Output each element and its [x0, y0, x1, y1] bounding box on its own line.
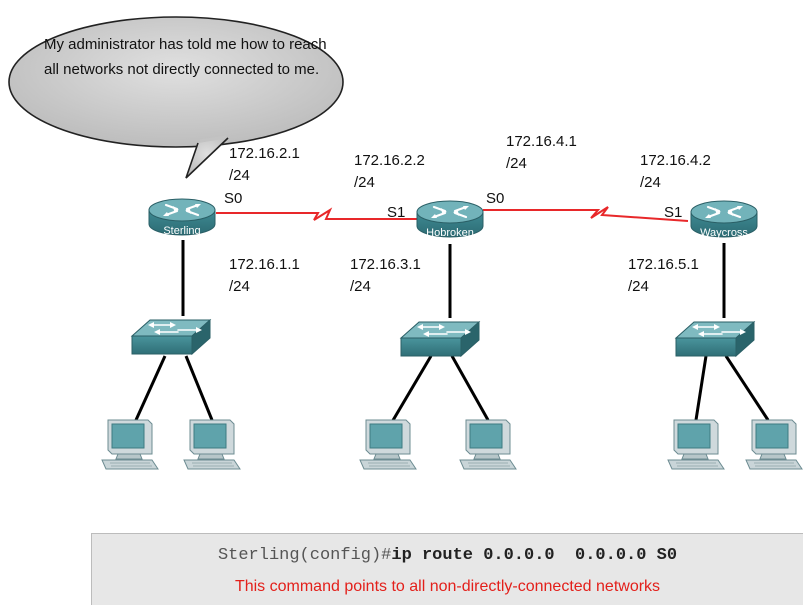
subnet-mask: /24	[350, 278, 371, 295]
subnet-mask: /24	[229, 167, 250, 184]
command-note: This command points to all non-directly-…	[234, 578, 661, 595]
port-label-sterling-s0: S0	[224, 190, 243, 207]
pc-icon	[359, 419, 417, 470]
subnet-mask: /24	[640, 174, 661, 191]
router-label: Hobroken	[426, 227, 474, 239]
pc-icon	[667, 419, 725, 470]
ip-address: 172.16.1.1	[229, 256, 300, 273]
address-sterling-lan: 172.16.1.1 /24	[229, 254, 300, 298]
router-waycross: Waycross	[689, 199, 759, 239]
address-hobroken-lan: 172.16.3.1 /24	[350, 254, 421, 298]
ip-address: 172.16.5.1	[628, 256, 699, 273]
serial-link-sterling-hobroken	[216, 207, 418, 221]
router-label: Sterling	[163, 225, 200, 237]
command-prompt: Sterling(config)#	[217, 546, 392, 565]
bubble-text: My administrator has told me how to reac…	[44, 36, 327, 78]
router-sterling: Sterling	[147, 197, 217, 237]
subnet-mask: /24	[628, 278, 649, 295]
pc-icon	[459, 419, 517, 470]
address-sterling-serial: 172.16.2.1 /24	[229, 143, 300, 187]
router-label: Waycross	[700, 227, 748, 239]
ip-address: 172.16.2.1	[229, 145, 300, 162]
command-arguments: 0.0.0.0 0.0.0.0 S0	[483, 546, 678, 565]
subnet-mask: /24	[354, 174, 375, 191]
switch-hobroken-lan	[400, 321, 480, 357]
port-label-hobroken-s1: S1	[387, 204, 406, 221]
subnet-mask: /24	[506, 155, 527, 172]
port-label-hobroken-s0: S0	[486, 190, 505, 207]
switch-sterling-lan	[131, 319, 211, 355]
router-hobroken: Hobroken	[415, 199, 485, 239]
command-keyword: ip route	[391, 546, 473, 565]
port-label-waycross-s1: S1	[664, 204, 683, 221]
serial-link-hobroken-waycross	[483, 206, 689, 222]
address-waycross-serial: 172.16.4.2 /24	[640, 150, 711, 194]
address-hobroken-serial0: 172.16.4.1 /24	[506, 131, 577, 175]
pc-icon	[101, 419, 159, 470]
switch-waycross-lan	[675, 321, 755, 357]
lan-links	[134, 240, 770, 423]
pc-icon	[183, 419, 241, 470]
pc-icon	[745, 419, 803, 470]
command-box: Sterling(config)#ip route 0.0.0.0 0.0.0.…	[91, 533, 803, 605]
ip-address: 172.16.4.2	[640, 152, 711, 169]
address-waycross-lan: 172.16.5.1 /24	[628, 254, 699, 298]
subnet-mask: /24	[229, 278, 250, 295]
command-line: Sterling(config)#ip route 0.0.0.0 0.0.0.…	[92, 546, 803, 565]
ip-address: 172.16.3.1	[350, 256, 421, 273]
ip-address: 172.16.4.1	[506, 133, 577, 150]
address-hobroken-serial1: 172.16.2.2 /24	[354, 150, 425, 194]
speech-bubble	[8, 16, 344, 179]
ip-address: 172.16.2.2	[354, 152, 425, 169]
